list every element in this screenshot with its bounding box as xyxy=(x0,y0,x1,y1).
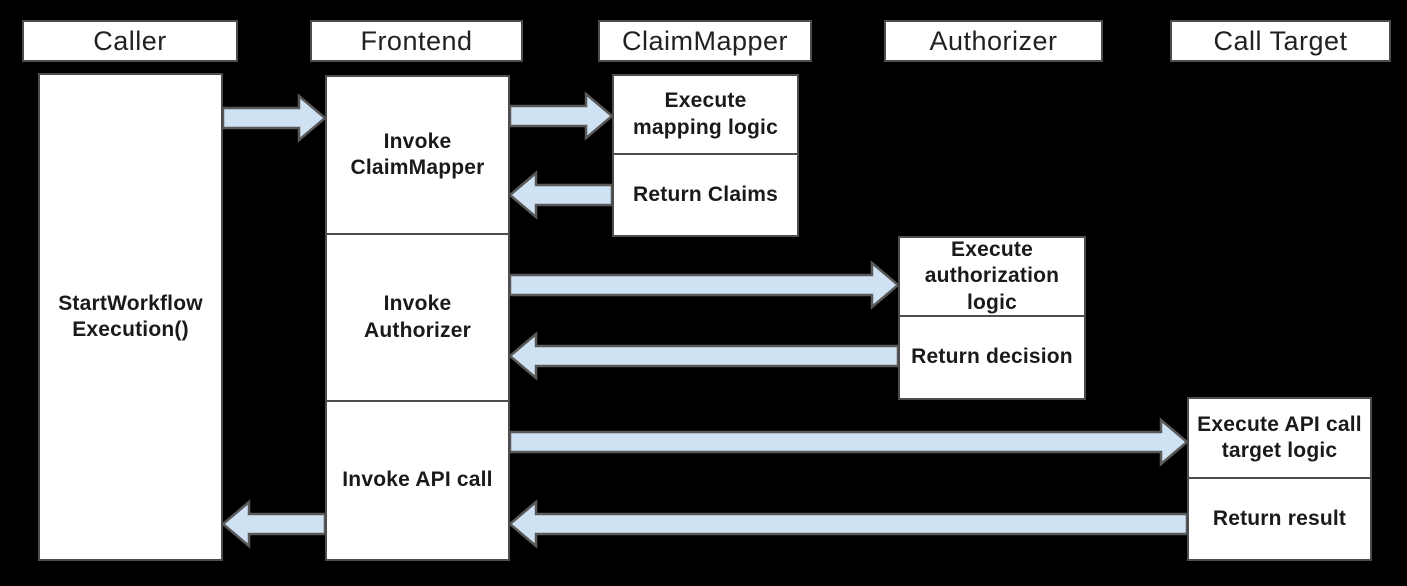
arrow-caller-to-frontend xyxy=(221,93,327,143)
arrow-frontend-to-claimmapper xyxy=(508,91,614,141)
arrow-authorizer-to-frontend xyxy=(508,331,900,381)
step-invoke-api-call: Invoke API call xyxy=(325,402,510,561)
arrow-frontend-to-calltarget xyxy=(508,417,1189,467)
step-return-decision: Return decision xyxy=(898,317,1086,400)
actor-header-claimmapper: ClaimMapper xyxy=(598,20,812,62)
step-execute-api-call-target-logic: Execute API call target logic xyxy=(1187,397,1372,479)
step-startworkflow-execution: StartWorkflow Execution() xyxy=(38,73,223,561)
step-execute-mapping-logic: Execute mapping logic xyxy=(612,74,799,155)
step-execute-authorization-logic: Execute authorization logic xyxy=(898,236,1086,317)
actor-header-calltarget: Call Target xyxy=(1170,20,1391,62)
actor-header-frontend: Frontend xyxy=(310,20,523,62)
actor-header-caller: Caller xyxy=(22,20,238,62)
step-invoke-authorizer: Invoke Authorizer xyxy=(325,235,510,402)
step-return-claims: Return Claims xyxy=(612,155,799,237)
arrow-calltarget-to-frontend xyxy=(508,499,1189,549)
arrow-claimmapper-to-frontend xyxy=(508,170,614,220)
step-invoke-claimmapper: Invoke ClaimMapper xyxy=(325,75,510,235)
arrow-frontend-to-authorizer xyxy=(508,260,900,310)
step-return-result: Return result xyxy=(1187,479,1372,561)
arrow-frontend-to-caller xyxy=(221,499,327,549)
actor-header-authorizer: Authorizer xyxy=(884,20,1103,62)
